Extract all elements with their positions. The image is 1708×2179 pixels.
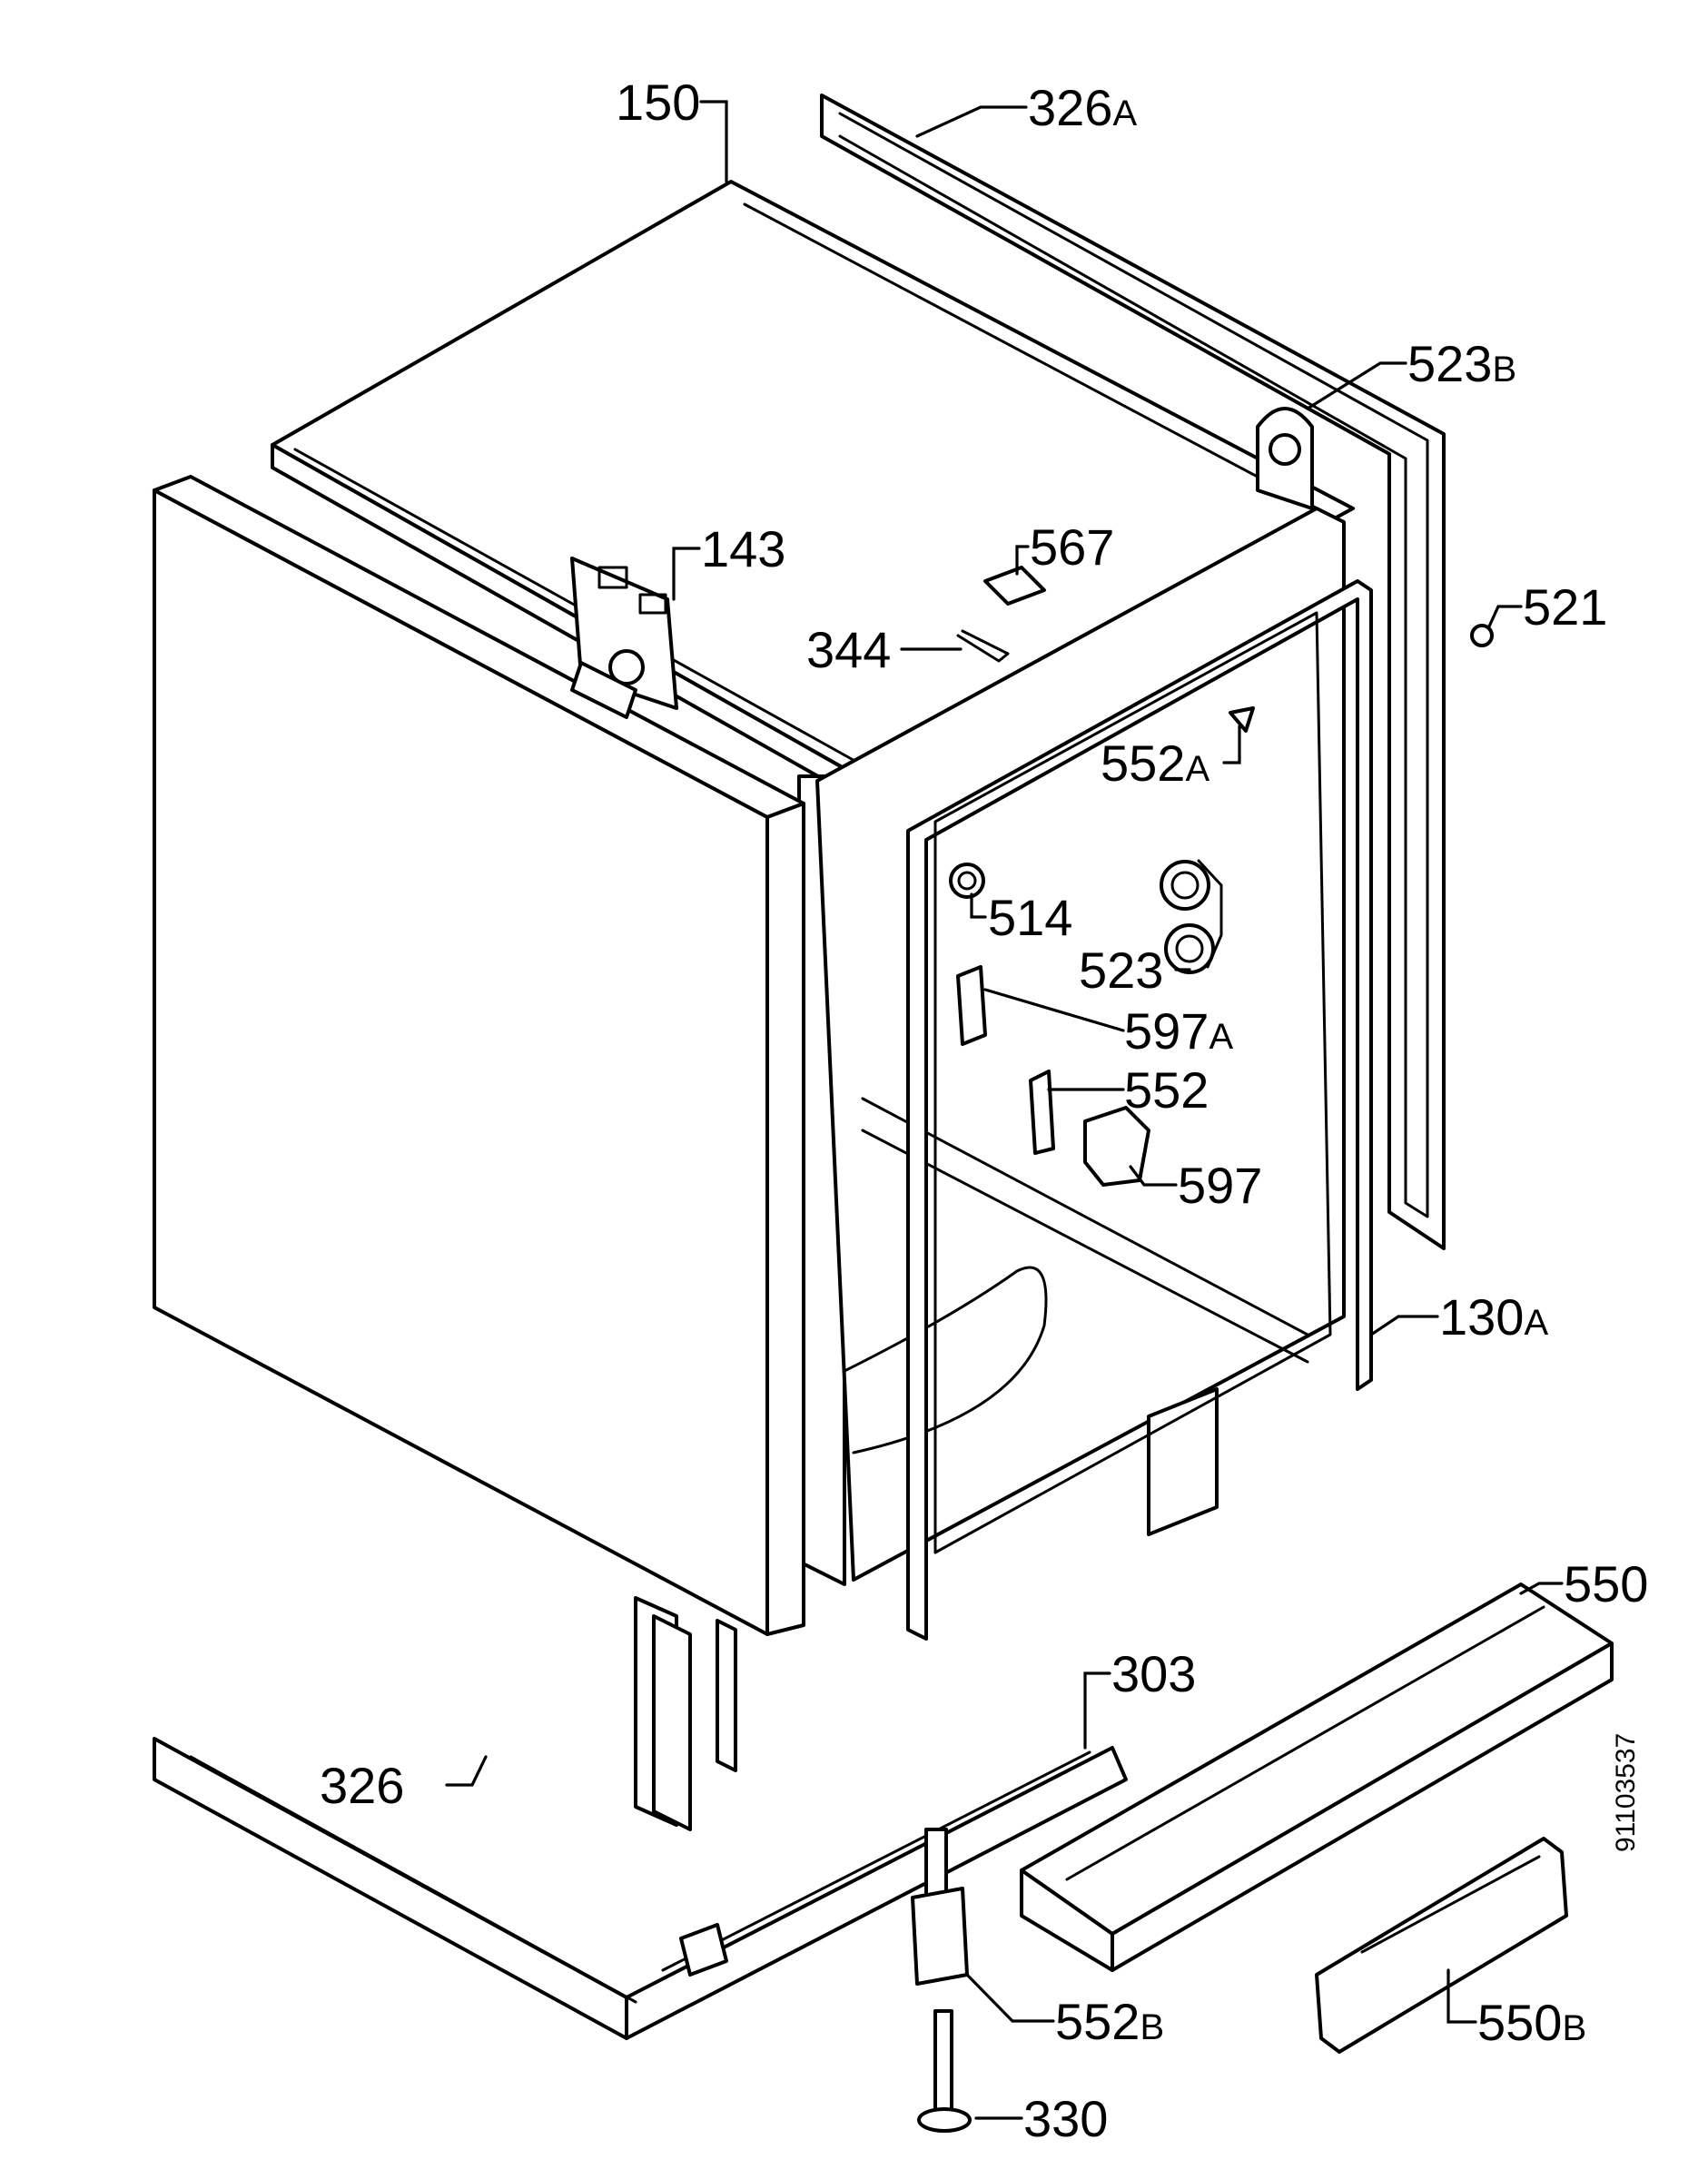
bracket-143 bbox=[570, 557, 678, 719]
label-330: 330 bbox=[1023, 2090, 1108, 2147]
plinth-550 bbox=[1020, 1582, 1614, 1972]
part-labels: 150 326A 523B 143 567 521 344 552A 514 5… bbox=[320, 74, 1648, 2147]
cabinet-body bbox=[797, 507, 1346, 1586]
latch-597 bbox=[1083, 1106, 1150, 1187]
clip-567 bbox=[983, 566, 1046, 606]
label-326a: 326A bbox=[1028, 79, 1137, 136]
label-523: 523 bbox=[1079, 942, 1163, 999]
label-130a: 130A bbox=[1439, 1288, 1548, 1346]
screw-330 bbox=[917, 2009, 972, 2133]
label-550: 550 bbox=[1564, 1555, 1648, 1612]
base-frame-303 bbox=[153, 1737, 1128, 2040]
label-597: 597 bbox=[1178, 1157, 1262, 1214]
label-344: 344 bbox=[806, 621, 891, 678]
roller-523 bbox=[1160, 859, 1223, 974]
label-303: 303 bbox=[1111, 1645, 1196, 1702]
label-523b: 523B bbox=[1407, 335, 1516, 392]
catch-597a bbox=[956, 965, 987, 1046]
spring-344 bbox=[956, 629, 1010, 663]
label-550b: 550B bbox=[1477, 1994, 1586, 2051]
label-326: 326 bbox=[320, 1757, 404, 1814]
leader-lines bbox=[445, 100, 1564, 2120]
label-597a: 597A bbox=[1124, 1002, 1233, 1060]
drawing-number: 91103537 bbox=[1611, 1733, 1641, 1852]
screw-521 bbox=[1470, 624, 1494, 647]
label-567: 567 bbox=[1030, 518, 1114, 576]
label-521: 521 bbox=[1523, 578, 1607, 636]
label-552: 552 bbox=[1124, 1061, 1209, 1119]
hinge-523b bbox=[1256, 407, 1314, 510]
label-150: 150 bbox=[616, 74, 700, 131]
side-panel-326 bbox=[153, 475, 805, 1831]
label-552a: 552A bbox=[1101, 735, 1209, 792]
bracket-550b bbox=[1315, 1837, 1568, 2054]
bush-514 bbox=[949, 863, 985, 899]
label-552b: 552B bbox=[1055, 1993, 1164, 2050]
door-seal-130a bbox=[906, 579, 1373, 1641]
label-143: 143 bbox=[701, 520, 785, 577]
screw-552a bbox=[1229, 706, 1255, 733]
guide-552 bbox=[1029, 1070, 1055, 1155]
label-514: 514 bbox=[988, 889, 1072, 946]
